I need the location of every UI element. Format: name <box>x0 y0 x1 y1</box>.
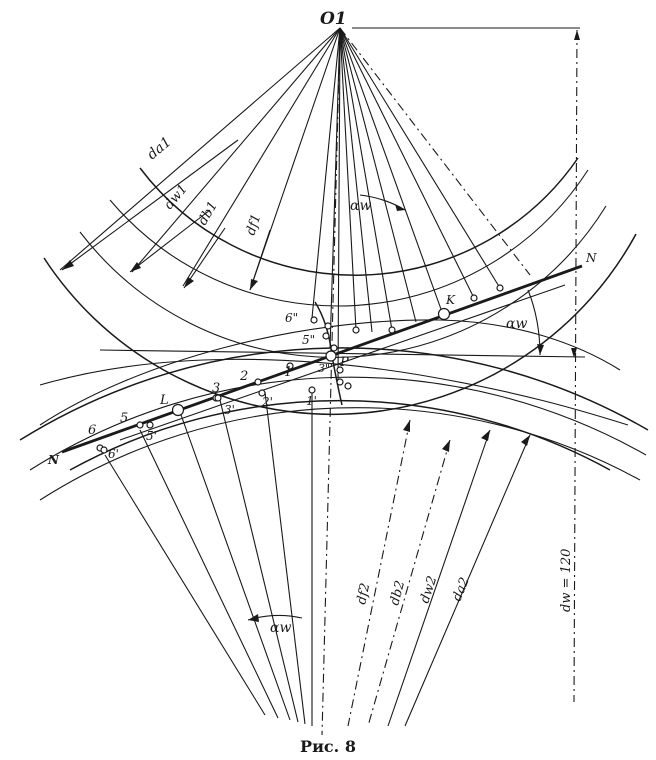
label-df1: df1 <box>244 212 265 237</box>
label-3: 3 <box>212 381 220 396</box>
label-5-dbl: 5" <box>302 333 315 347</box>
label-2-prime: 2' <box>261 395 273 409</box>
line-of-action <box>61 264 583 454</box>
contact-points <box>96 284 504 454</box>
ray <box>339 27 357 331</box>
lower-tooth-profile <box>39 358 629 426</box>
dim-dw-line <box>573 29 578 703</box>
ray <box>311 27 341 319</box>
lower-base-circle <box>39 407 641 501</box>
label-center-o1: O1 <box>320 9 347 29</box>
upper-gear-circles <box>43 157 637 416</box>
upper-pitch-circle <box>79 205 607 358</box>
ray <box>337 27 341 381</box>
ray <box>339 27 443 313</box>
point-k <box>437 307 451 321</box>
upper-addendum-circle <box>43 233 637 416</box>
figure-caption: Рис. 8 <box>300 737 356 756</box>
tooth-profiles <box>39 301 629 426</box>
label-1: 1 <box>284 365 292 380</box>
label-alpha-top: αw <box>350 198 371 214</box>
ray <box>339 27 475 299</box>
label-2: 2 <box>239 369 248 384</box>
horizontal-tangent <box>99 349 586 358</box>
label-p: P <box>339 355 349 370</box>
ray <box>339 27 393 331</box>
ray <box>339 27 501 289</box>
label-6-prime: 6' <box>108 447 119 461</box>
label-alpha-right: αw <box>506 316 527 332</box>
label-db1: db1 <box>195 199 220 228</box>
label-n-left: N <box>47 453 60 467</box>
center-axis <box>321 27 341 736</box>
label-df2: df2 <box>354 582 373 606</box>
ray <box>59 27 341 271</box>
label-6-dbl: 6" <box>285 311 298 325</box>
ray <box>131 27 341 273</box>
label-3-prime: 3' <box>224 403 235 417</box>
upper-diameter-dimensions <box>61 139 271 291</box>
line-of-action-extension <box>119 284 566 441</box>
radial-rays-upper <box>59 27 531 381</box>
upper-base-circle <box>109 169 589 307</box>
dim-dw-arrow-bottom <box>571 348 577 358</box>
label-6: 6 <box>88 423 96 438</box>
label-5-prime: 5' <box>146 429 157 443</box>
label-1-prime: 1' <box>306 394 317 408</box>
point-p <box>325 350 337 362</box>
label-k: K <box>445 293 456 307</box>
point-l <box>171 403 185 417</box>
label-alpha-bottom: αw <box>270 620 291 636</box>
label-da1: da1 <box>144 134 174 163</box>
radial-rays-lower <box>104 391 531 727</box>
ray <box>339 27 531 276</box>
label-dw-value: dw = 120 <box>559 549 574 612</box>
ray <box>329 27 341 349</box>
label-da2: da2 <box>450 575 473 603</box>
label-n-right: N <box>585 251 597 265</box>
label-db2: db2 <box>387 579 408 607</box>
ray <box>182 27 341 287</box>
lower-gear-circles <box>19 347 649 501</box>
ray <box>339 27 373 333</box>
upper-root-circle <box>139 157 579 276</box>
dim-dw-arrow-top <box>574 30 580 40</box>
label-5: 5 <box>120 411 128 426</box>
upper-tooth-profile <box>39 319 621 426</box>
ray <box>339 27 417 323</box>
label-dw2: dw2 <box>418 574 441 605</box>
label-l: L <box>159 393 169 408</box>
label-3-dbl: 3" <box>318 362 330 375</box>
